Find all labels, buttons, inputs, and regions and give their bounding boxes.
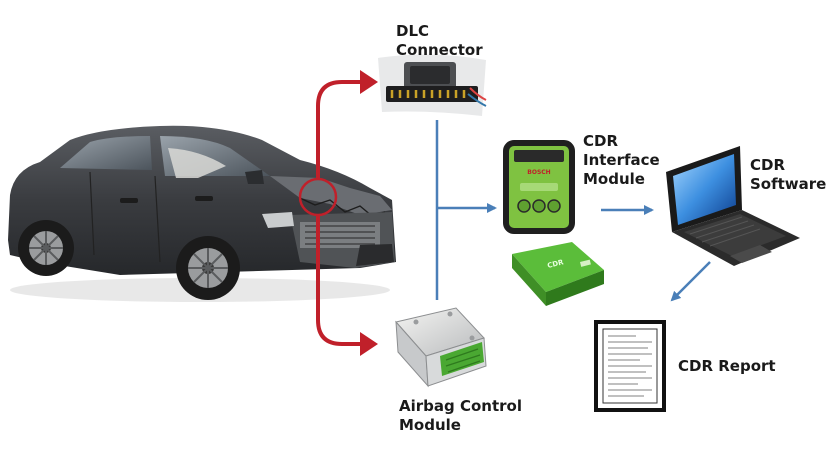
printed-report-icon — [594, 320, 666, 412]
svg-text:CDR: CDR — [547, 258, 565, 270]
damaged-car-icon — [8, 125, 396, 302]
cdr-interface-label-line-1: CDR — [583, 132, 619, 150]
airbag-label-line-2: Module — [399, 416, 461, 434]
airbag-control-module-icon — [395, 307, 487, 388]
svg-text:BOSCH: BOSCH — [527, 169, 550, 176]
cdr-software-label-line-2: Software — [750, 175, 827, 193]
dlc-connector-label: DLC Connector — [396, 22, 483, 60]
red-branch-arrow — [316, 70, 378, 356]
cdr-software-label-line-1: CDR — [750, 156, 786, 174]
blue-connector-lines — [435, 120, 711, 302]
airbag-label-line-1: Airbag Control — [399, 397, 522, 415]
dlc-label-line-1: DLC — [396, 22, 430, 40]
dlc-connector-icon — [378, 54, 487, 116]
cdr-software-label: CDR Software — [750, 156, 826, 194]
laptop-icon — [666, 146, 800, 266]
cdr-interface-label-line-2: Interface — [583, 151, 660, 169]
cdr-interface-label-line-3: Module — [583, 170, 645, 188]
cdr-interface-module-label: CDR Interface Module — [583, 132, 660, 189]
dlc-label-line-2: Connector — [396, 41, 483, 59]
cdr-interface-module-icon: BOSCH CDR — [503, 140, 604, 306]
cdr-report-label-line-1: CDR Report — [678, 357, 776, 375]
cdr-report-label: CDR Report — [678, 357, 776, 376]
airbag-control-module-label: Airbag Control Module — [399, 397, 522, 435]
